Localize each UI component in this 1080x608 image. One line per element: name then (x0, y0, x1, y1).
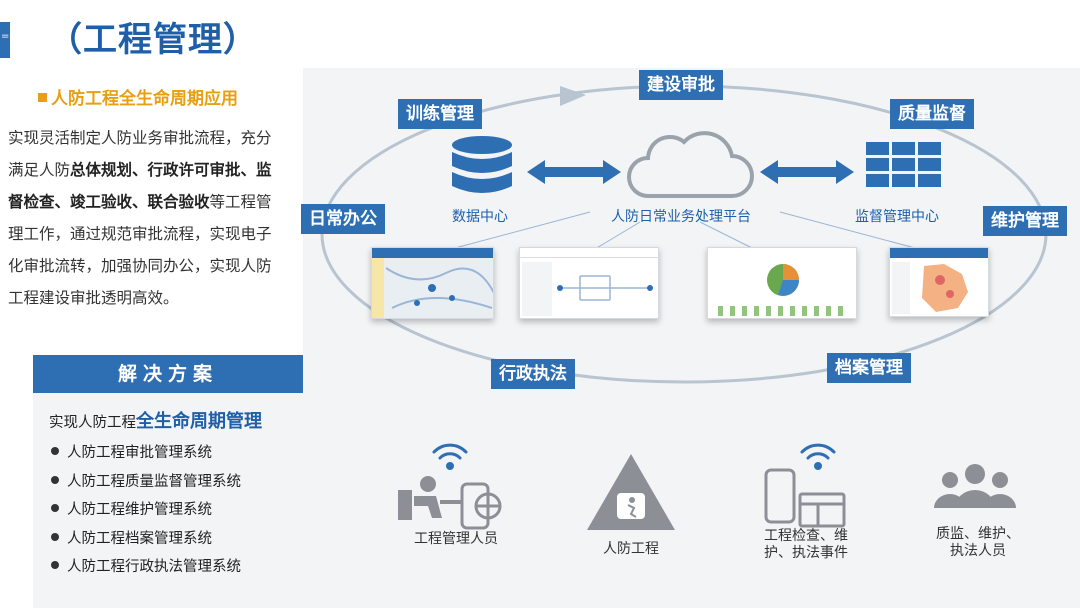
people-group-icon (934, 464, 1016, 508)
mobile-globe-icon (460, 482, 502, 530)
emergency-exit-icon (587, 454, 675, 530)
list-item: 人防工程质量监督管理系统 (51, 468, 241, 497)
map-thumbnail (372, 258, 493, 318)
bullet-icon (51, 532, 59, 541)
solution-list: 人防工程审批管理系统 人防工程质量监督管理系统 人防工程维护管理系统 人防工程档… (51, 439, 241, 582)
title-marker: = (0, 22, 10, 58)
connector-line (779, 211, 931, 253)
list-item: 人防工程档案管理系统 (51, 525, 241, 554)
bullet-icon (51, 504, 59, 512)
intro-text: 实现灵活制定人防业务审批流程，充分满足人防总体规划、行政许可审批、监督检查、竣工… (8, 129, 272, 307)
mobile-form-icon (764, 468, 846, 528)
page-title: （工程管理） (48, 20, 258, 60)
screenshot-titlebar (520, 248, 658, 258)
grid-table-icon (866, 142, 941, 187)
screenshot-titlebar (372, 248, 493, 258)
tag-archive-management: 档案管理 (827, 353, 911, 383)
bullet-icon (51, 561, 59, 569)
double-arrow-icon (760, 160, 854, 184)
heatmap-thumbnail (892, 262, 968, 314)
office-worker-icon (398, 476, 462, 520)
list-item: 人防工程审批管理系统 (51, 439, 241, 468)
double-arrow-icon (527, 160, 621, 184)
solution-box: 解决方案 实现人防工程全生命周期管理 人防工程审批管理系统 人防工程质量监督管理… (33, 355, 303, 608)
node-data-center: 数据中心 (452, 209, 508, 225)
tag-quality-supervision: 质量监督 (890, 99, 974, 129)
cycle-ellipse (320, 84, 1048, 384)
wifi-icon (800, 443, 836, 470)
screenshot-titlebar (708, 248, 856, 258)
map-screenshot (371, 247, 494, 319)
workflow-screenshot (519, 247, 659, 319)
connector-line (439, 211, 591, 253)
role-civil-defense-project: 人防工程 (603, 541, 659, 557)
role-inspection-events: 工程检查、维护、执法事件 (764, 528, 848, 561)
cloud-icon (627, 131, 754, 198)
workflow-thumbnail (522, 262, 653, 316)
wifi-icon (432, 443, 468, 470)
node-supervision-center: 监督管理中心 (855, 209, 939, 225)
tag-construction-approval: 建设审批 (639, 70, 723, 100)
list-item: 人防工程维护管理系统 (51, 496, 241, 525)
list-item: 人防工程行政执法管理系统 (51, 553, 241, 582)
role-engineering-staff: 工程管理人员 (414, 531, 498, 547)
bullet-icon (51, 475, 59, 484)
pie-thumbnail (718, 264, 843, 316)
section-heading: 人防工程全生命周期应用 (38, 84, 238, 109)
solution-title: 解决方案 (33, 355, 303, 393)
screenshot-titlebar (890, 248, 988, 258)
bullet-icon (51, 447, 59, 455)
heatmap-screenshot (889, 247, 989, 317)
square-bullet-icon (38, 93, 47, 102)
tag-administrative-enforcement: 行政执法 (491, 359, 575, 389)
chart-screenshot (707, 247, 857, 319)
tag-daily-office: 日常办公 (301, 204, 385, 234)
tag-training-management: 训练管理 (398, 99, 482, 129)
node-platform: 人防日常业务处理平台 (611, 209, 751, 225)
database-icon (452, 136, 512, 193)
role-enforcement-staff: 质监、维护、执法人员 (936, 526, 1020, 559)
cycle-arrow-icon (560, 86, 586, 106)
tag-maintenance-management: 维护管理 (983, 206, 1067, 236)
solution-lead: 实现人防工程全生命周期管理 (49, 411, 262, 432)
